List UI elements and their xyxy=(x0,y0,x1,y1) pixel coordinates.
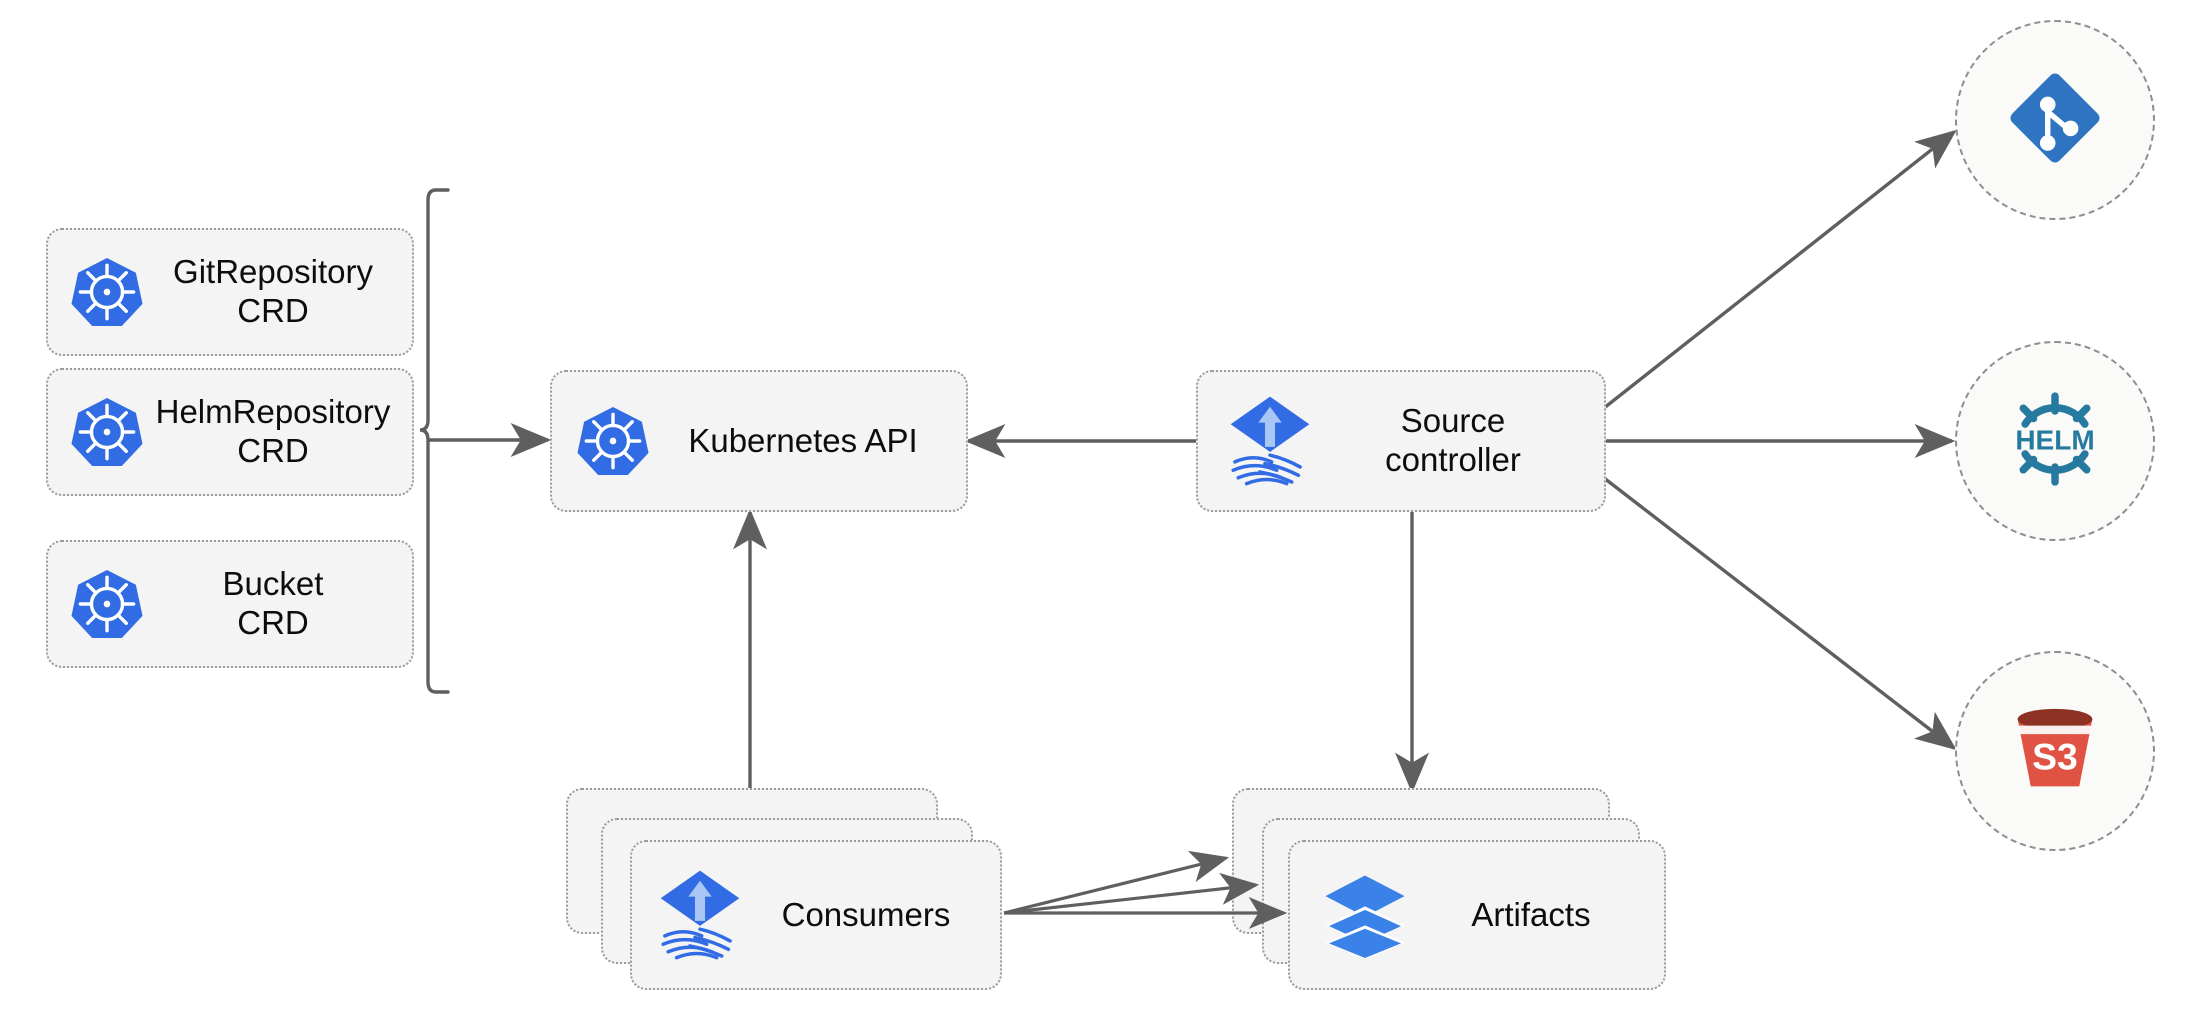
gitrepository-crd-label: GitRepository CRD xyxy=(173,253,373,329)
crd-brace xyxy=(419,188,450,694)
consumers-card[interactable]: Consumers xyxy=(630,840,1002,990)
kubernetes-icon xyxy=(70,255,144,329)
artifacts-label: Artifacts xyxy=(1471,895,1591,933)
git-source-circle[interactable] xyxy=(1955,20,2155,220)
helm-source-circle[interactable]: HELM xyxy=(1955,341,2155,541)
edge-controller-to-s3 xyxy=(1602,476,1957,751)
edge-consumers-to-artifacts-1 xyxy=(1003,850,1230,915)
edge-consumers-to-artifacts-2 xyxy=(1003,872,1260,915)
s3-bucket-icon: S3 xyxy=(1999,693,2111,810)
bucket-crd-card[interactable]: Bucket CRD xyxy=(46,540,414,668)
helm-icon: HELM xyxy=(1999,383,2111,500)
kubernetes-api-label: Kubernetes API xyxy=(688,421,918,459)
s3-label: S3 xyxy=(2032,735,2078,777)
bucket-crd-label: Bucket CRD xyxy=(222,565,324,641)
flux-icon xyxy=(1228,395,1312,487)
source-controller-card[interactable]: Source controller xyxy=(1196,370,1606,512)
helmrepository-crd-card[interactable]: HelmRepository CRD xyxy=(46,368,414,496)
helm-label: HELM xyxy=(2015,424,2094,455)
layers-icon xyxy=(1322,872,1408,958)
flux-icon xyxy=(658,869,742,961)
kubernetes-icon xyxy=(576,404,650,478)
helmrepository-crd-label: HelmRepository CRD xyxy=(155,393,391,469)
git-icon xyxy=(2003,66,2107,175)
kubernetes-icon xyxy=(70,567,144,641)
gitrepository-crd-card[interactable]: GitRepository CRD xyxy=(46,228,414,356)
s3-source-circle[interactable]: S3 xyxy=(1955,651,2155,851)
artifacts-card[interactable]: Artifacts xyxy=(1288,840,1666,990)
kubernetes-api-card[interactable]: Kubernetes API xyxy=(550,370,968,512)
source-controller-label: Source controller xyxy=(1385,402,1521,478)
consumers-label: Consumers xyxy=(781,895,951,933)
kubernetes-icon xyxy=(70,395,144,469)
edge-controller-to-git xyxy=(1602,129,1957,410)
